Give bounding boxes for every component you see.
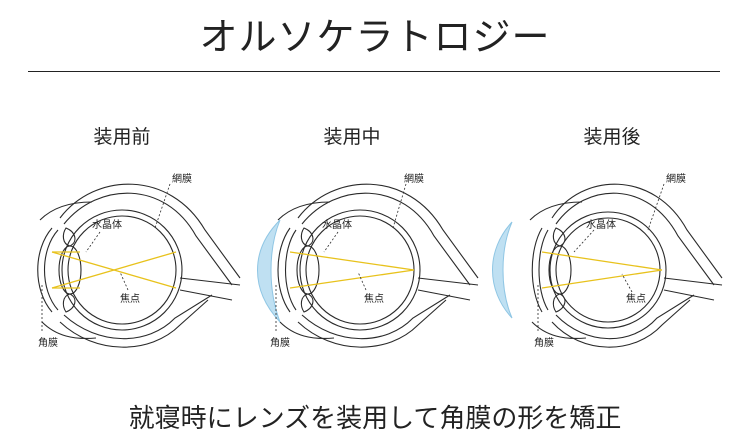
eyeball-outer [61, 209, 183, 331]
eye-diagram-during: 網膜 水晶体 焦点 角膜 [257, 172, 479, 349]
leader-lens [85, 231, 101, 253]
light-rays [289, 251, 415, 289]
light-rays [51, 251, 177, 289]
caption: 就寝時にレンズを装用して角膜の形を矯正 [128, 404, 622, 434]
panel-label-after: 装用後 [583, 126, 641, 148]
ortho-k-lens-removed [492, 221, 513, 319]
cornea-outer [37, 227, 53, 313]
panel-label-before: 装用前 [93, 126, 151, 148]
callout-focus: 焦点 [120, 292, 140, 305]
callout-cornea: 角膜 [270, 337, 290, 349]
ortho-k-lens [257, 219, 281, 323]
optic-nerve-top [179, 277, 241, 286]
title-divider [28, 71, 720, 72]
callout-lens: 水晶体 [322, 219, 352, 231]
sclera-bottom-inner [63, 294, 213, 340]
page-title: オルソケラトロジー [199, 15, 551, 59]
sclera-top-inner [63, 192, 233, 286]
sclera-bottom-outer [59, 299, 209, 348]
upper-eyelid [39, 201, 93, 221]
eye-diagram-after: 網膜 水晶体 焦点 角膜 [492, 172, 723, 349]
lower-eyelid [41, 321, 97, 340]
sclera-top-outer [59, 183, 241, 279]
callout-retina: 網膜 [666, 172, 686, 185]
eye-diagram-before: 網膜 水晶体 焦点 角膜 [37, 172, 241, 349]
optic-nerve-bottom [179, 289, 233, 301]
crystalline-lens [58, 245, 82, 295]
leader-focus [119, 271, 129, 291]
callout-lens: 水晶体 [586, 219, 616, 231]
callout-focus: 焦点 [626, 292, 646, 305]
light-rays [541, 251, 663, 289]
callout-lens: 水晶体 [92, 219, 122, 231]
callout-retina: 網膜 [172, 172, 192, 185]
iris-top [62, 227, 76, 247]
iris-bottom [62, 293, 76, 313]
eyeball-inner [67, 215, 177, 325]
callout-cornea: 角膜 [534, 337, 554, 349]
callout-cornea: 角膜 [38, 337, 58, 349]
ray-2 [51, 251, 177, 289]
callout-focus: 焦点 [364, 292, 384, 305]
cornea-shape [43, 229, 59, 311]
panel-label-during: 装用中 [323, 126, 381, 148]
callout-retina: 網膜 [404, 172, 424, 185]
